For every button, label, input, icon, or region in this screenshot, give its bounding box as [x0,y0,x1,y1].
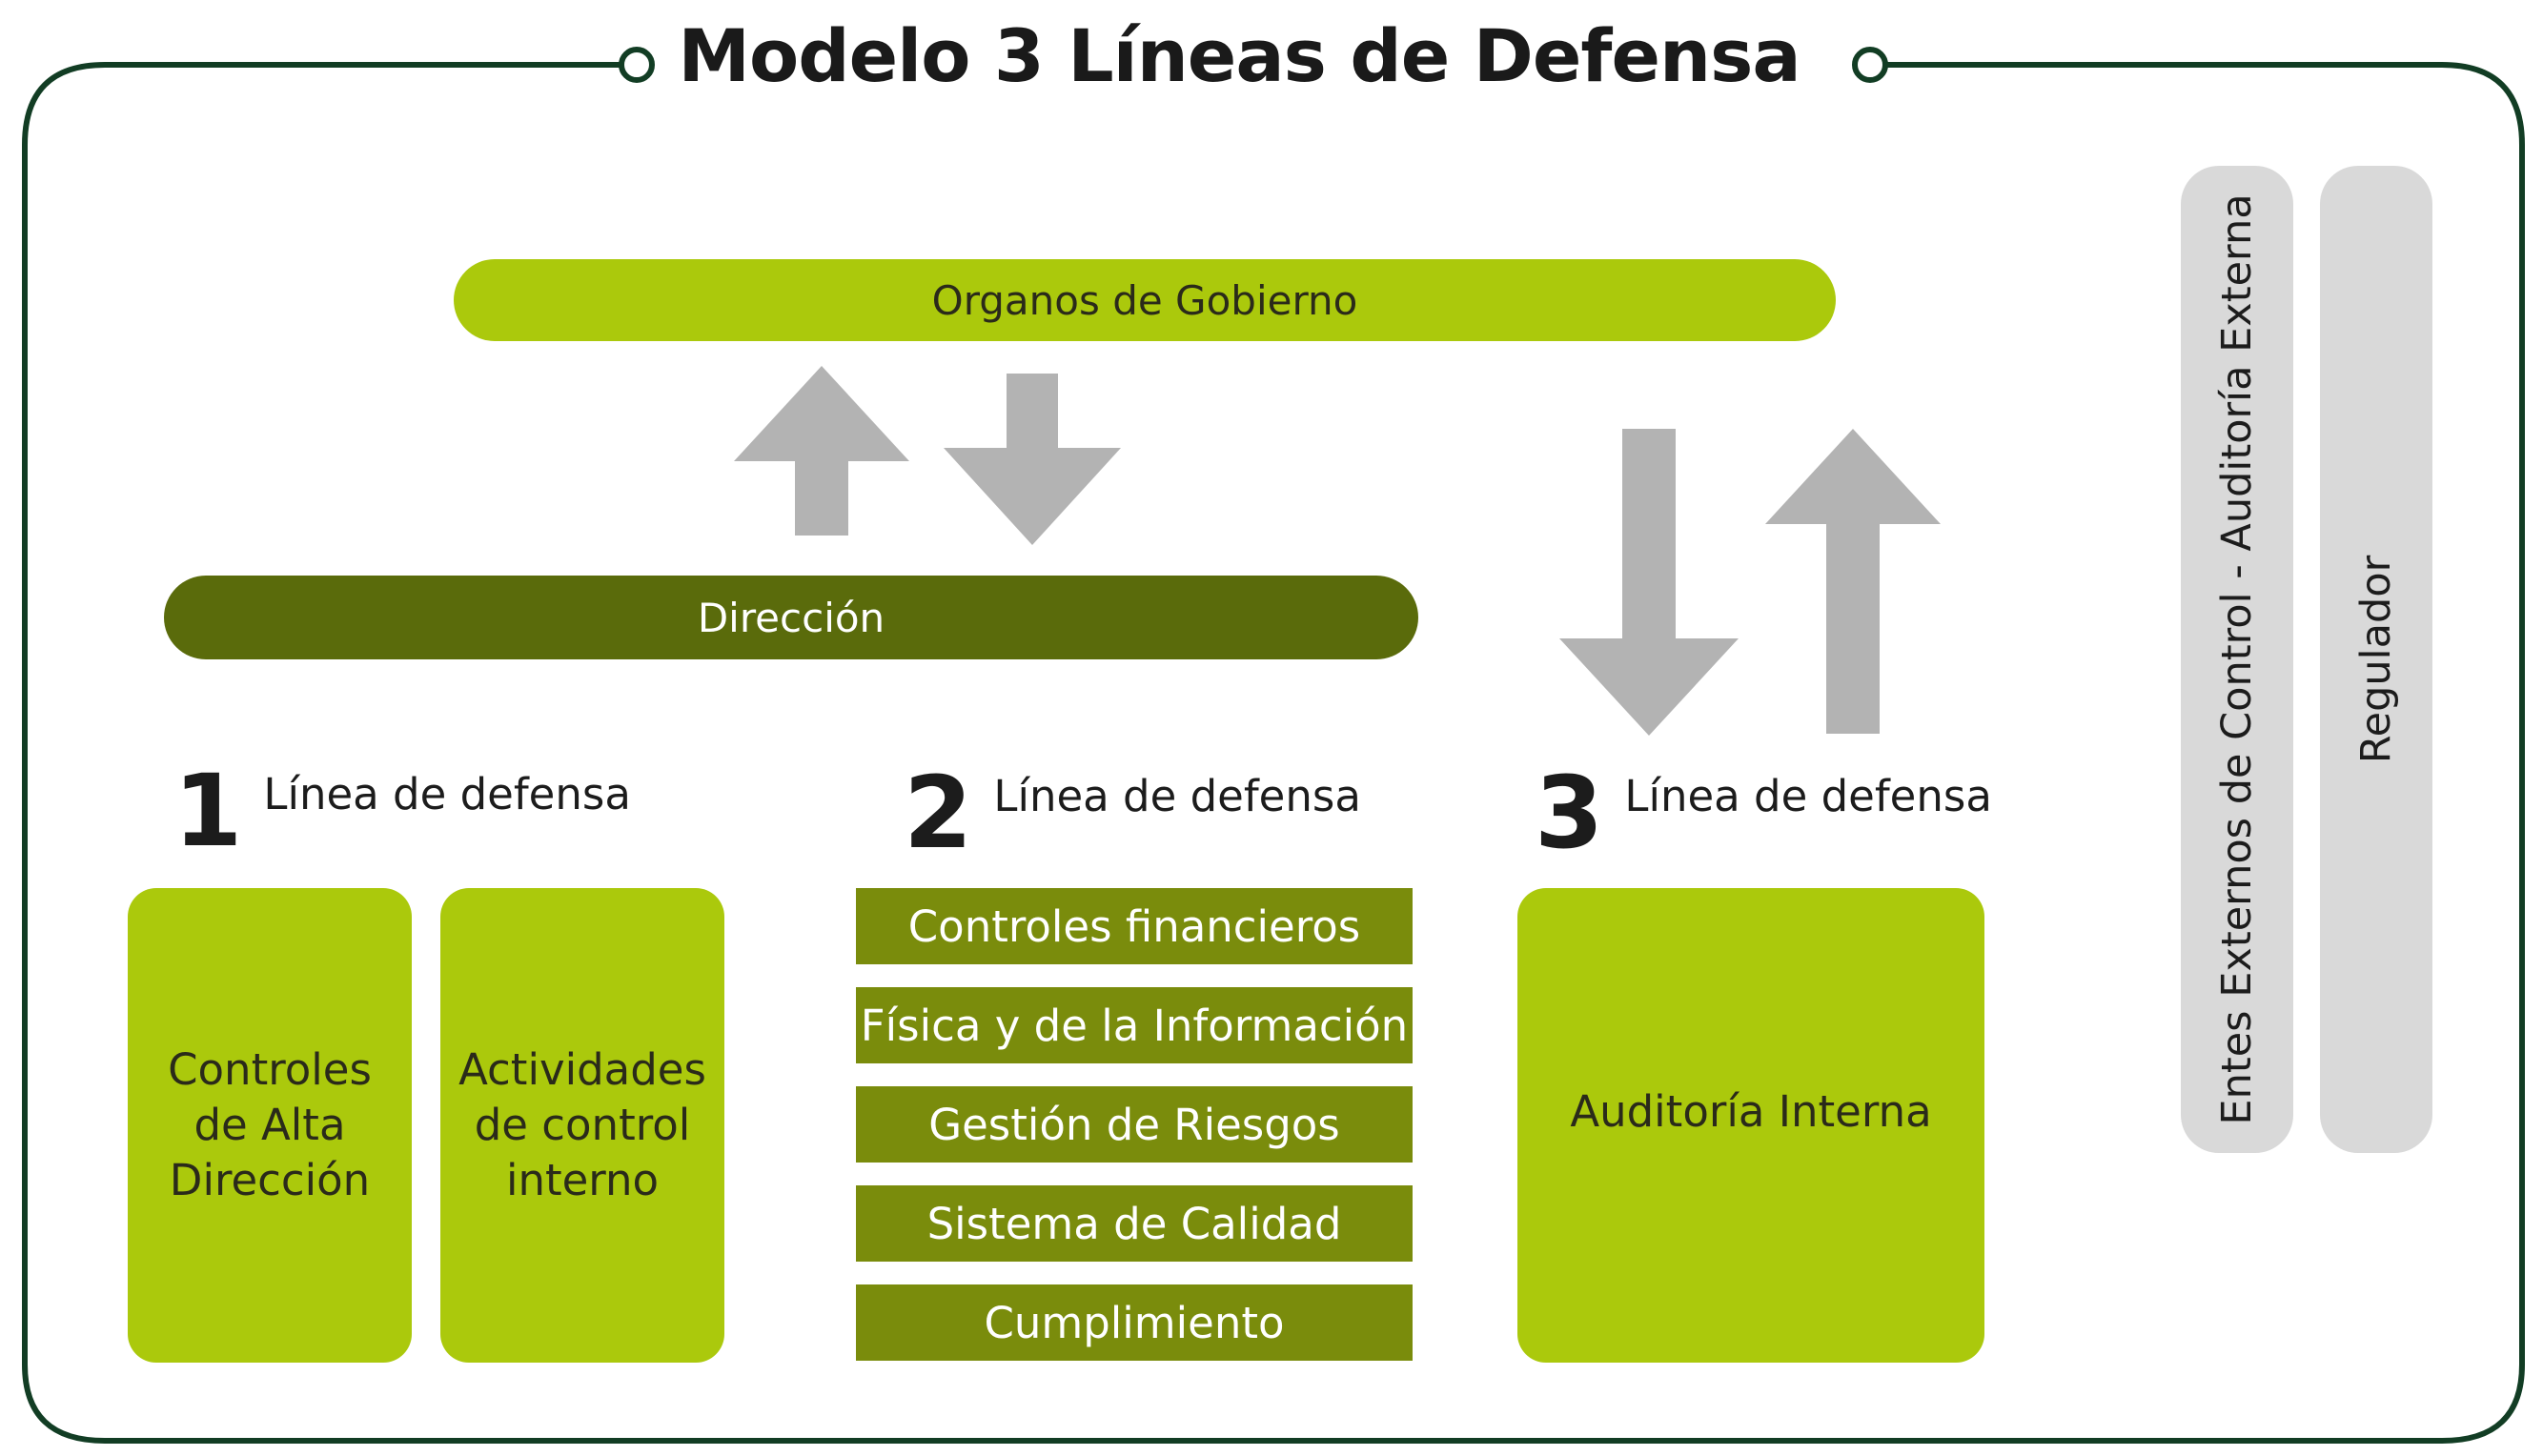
line-1-box: Controles de Alta Dirección [128,888,412,1363]
line-number: 2 [904,755,973,871]
regulator-panel: Regulador [2320,166,2432,1153]
line-number: 3 [1535,755,1604,871]
arrow-up-icon [1765,429,1941,734]
outer-frame [22,62,2525,1444]
frame-end-right-dot [1852,47,1888,83]
box-label: Actividades de control interno [458,1044,706,1205]
line-label: Línea de defensa [263,769,631,819]
regulator-label: Regulador [2352,555,2400,764]
box-label: Auditoría Interna [1570,1086,1932,1137]
line-2-item: Sistema de Calidad [856,1185,1413,1262]
line-3-box: Auditoría Interna [1517,888,1984,1363]
box-label: Controles de Alta Dirección [168,1044,372,1205]
line-label: Línea de defensa [993,771,1361,821]
line-2-item: Cumplimiento [856,1284,1413,1361]
line-2-item: Gestión de Riesgos [856,1086,1413,1163]
external-audit-label: Entes Externos de Control - Auditoría Ex… [2213,193,2261,1125]
arrow-up-icon [734,366,909,536]
line-2-item: Física y de la Información [856,987,1413,1063]
external-audit-panel: Entes Externos de Control - Auditoría Ex… [2181,166,2293,1153]
line-1-header: 1 Línea de defensa [173,753,631,869]
arrow-down-icon [1559,429,1739,736]
frame-end-left-dot [619,47,655,83]
management-bar: Dirección [164,576,1418,659]
line-3-header: 3 Línea de defensa [1535,755,1992,871]
line-2-header: 2 Línea de defensa [904,755,1361,871]
line-2-item: Controles financieros [856,888,1413,964]
line-1-box: Actividades de control interno [440,888,724,1363]
line-label: Línea de defensa [1624,771,1992,821]
arrow-down-icon [944,374,1121,545]
governance-bar: Organos de Gobierno [454,259,1836,341]
line-number: 1 [173,753,243,869]
diagram-title: Modelo 3 Líneas de Defensa [678,13,1800,98]
